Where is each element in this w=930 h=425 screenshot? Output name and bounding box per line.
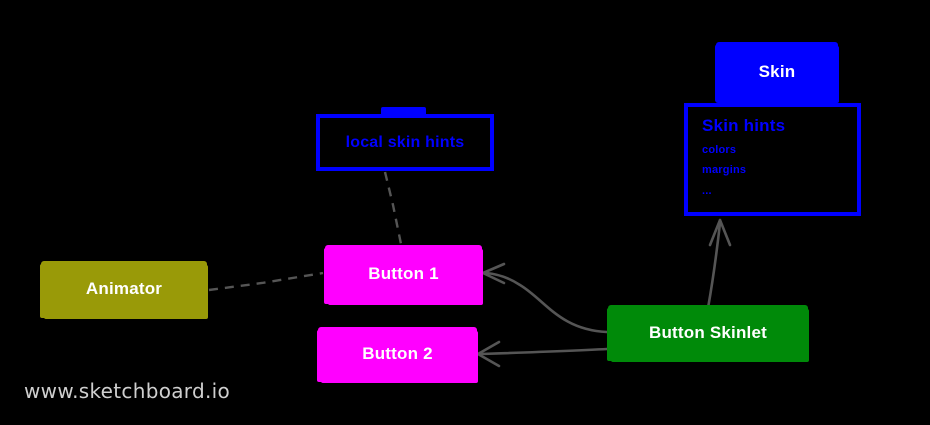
node-animator[interactable]: Animator <box>41 261 207 317</box>
edge-skinlet-to-button1 <box>484 271 609 334</box>
node-skin-hints[interactable]: Skin hints colors margins ... <box>684 103 861 216</box>
node-skin-hints-item-ellipsis: ... <box>702 184 712 197</box>
arrowhead-skinlet-to-button1 <box>481 262 506 285</box>
edge-skinlet-to-skin-hints <box>706 221 722 310</box>
edge-animator-to-button1 <box>208 271 324 292</box>
edge-local-skin-hints-to-button1 <box>383 171 403 245</box>
node-button-1[interactable]: Button 1 <box>325 245 482 303</box>
node-button-2[interactable]: Button 2 <box>318 327 477 381</box>
node-button-skinlet-label: Button Skinlet <box>648 322 767 342</box>
node-skin[interactable]: Skin <box>716 42 838 101</box>
node-button-2-label: Button 2 <box>362 344 433 363</box>
node-skin-hints-item-colors: colors <box>702 143 737 156</box>
node-local-skin-hints-label: local skin hints <box>345 133 465 151</box>
node-skin-hints-title: Skin hints <box>702 116 786 135</box>
edge-skinlet-to-button2 <box>479 347 609 356</box>
node-button-1-label: Button 1 <box>368 264 439 283</box>
arrowhead-skinlet-to-skin-hints <box>708 218 732 247</box>
node-button-skinlet[interactable]: Button Skinlet <box>608 305 808 360</box>
node-skin-hints-item-margins: margins <box>702 164 747 177</box>
watermark: www.sketchboard.io <box>24 379 231 403</box>
node-animator-label: Animator <box>85 279 163 298</box>
arrowhead-skinlet-to-button2 <box>476 340 501 368</box>
note-tab-icon <box>381 107 426 118</box>
node-local-skin-hints[interactable]: local skin hints <box>316 114 494 171</box>
node-skin-label: Skin <box>758 61 796 81</box>
